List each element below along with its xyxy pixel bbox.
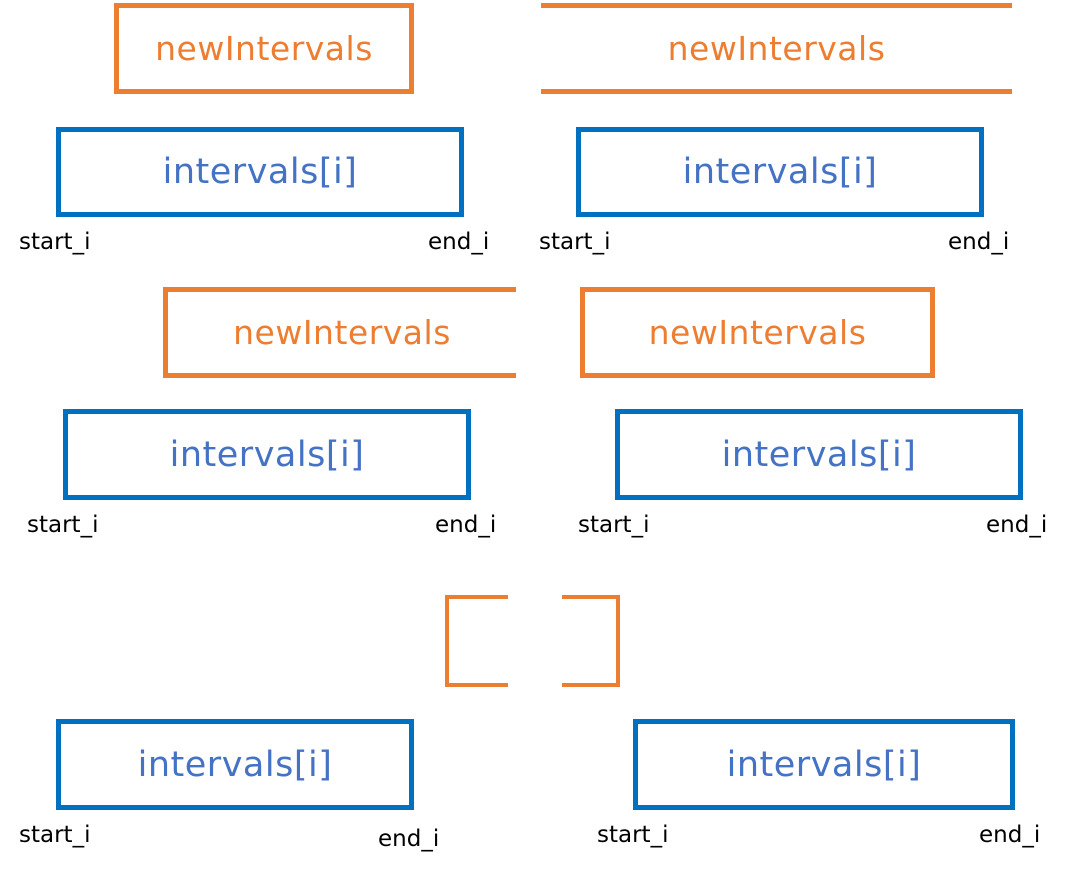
gap-right-side xyxy=(616,595,620,687)
interval-label-3: intervals[i] xyxy=(169,434,365,475)
start-label-2: start_i xyxy=(539,229,611,255)
end-label-6: end_i xyxy=(979,822,1041,848)
start-label-3: start_i xyxy=(27,512,99,538)
end-label-4: end_i xyxy=(986,512,1048,538)
interval-box-3: intervals[i] xyxy=(63,409,471,500)
new-interval-label-4: newIntervals xyxy=(648,313,867,352)
end-label-3: end_i xyxy=(435,512,497,538)
end-label-2: end_i xyxy=(948,229,1010,255)
start-label-6: start_i xyxy=(597,822,669,848)
start-label-1: start_i xyxy=(19,229,91,255)
interval-label-4: intervals[i] xyxy=(721,434,917,475)
interval-label-2: intervals[i] xyxy=(682,152,878,192)
gap-left-top xyxy=(445,595,508,599)
new-interval-box-1: newIntervals xyxy=(114,3,414,94)
interval-label-5: intervals[i] xyxy=(137,744,333,785)
interval-box-2: intervals[i] xyxy=(576,127,984,217)
gap-left-bottom xyxy=(445,683,508,687)
interval-box-4: intervals[i] xyxy=(615,409,1023,500)
interval-box-6: intervals[i] xyxy=(633,719,1015,810)
new-interval-label-3: newIntervals xyxy=(233,313,451,352)
gap-right-bottom xyxy=(562,683,620,687)
start-label-5: start_i xyxy=(19,822,91,848)
new-interval-gap xyxy=(445,595,620,687)
new-interval-box-2: newIntervals xyxy=(541,3,1012,94)
gap-right-top xyxy=(562,595,620,599)
interval-label-6: intervals[i] xyxy=(726,744,922,785)
new-interval-label-1: newIntervals xyxy=(155,29,373,68)
new-interval-label-2: newIntervals xyxy=(667,29,886,68)
interval-box-5: intervals[i] xyxy=(56,719,414,810)
new-interval-box-4: newIntervals xyxy=(580,287,935,378)
end-label-5: end_i xyxy=(378,826,440,852)
start-label-4: start_i xyxy=(578,512,650,538)
end-label-1: end_i xyxy=(428,229,490,255)
gap-left-side xyxy=(445,595,449,687)
interval-label-1: intervals[i] xyxy=(162,152,358,192)
interval-box-1: intervals[i] xyxy=(56,127,464,217)
new-interval-box-3: newIntervals xyxy=(163,287,516,378)
